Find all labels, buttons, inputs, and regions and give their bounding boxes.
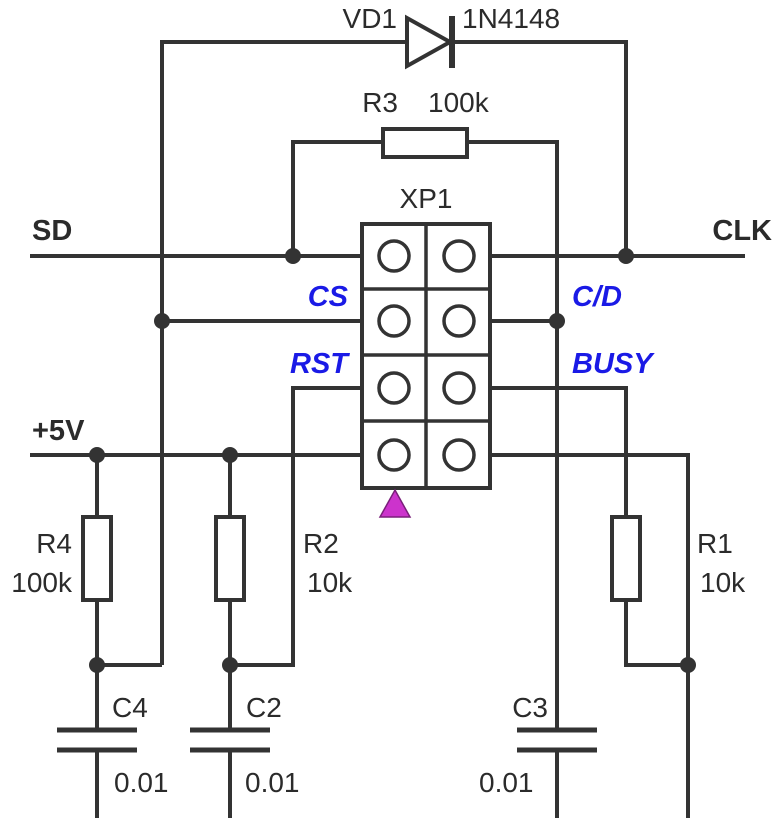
resistor-r2: [214, 515, 246, 602]
signal-label-rst: RST: [290, 348, 350, 380]
connector-pin: [442, 304, 476, 338]
r2-ref: R2: [303, 528, 339, 559]
wire-busy: [460, 386, 628, 517]
signal-label-cs: CS: [308, 281, 349, 313]
connector-pin: [377, 239, 411, 273]
pin1-marker-icon: [378, 488, 412, 518]
wire-diode-anode: [160, 40, 405, 665]
c3-ref: C3: [512, 692, 548, 723]
r1-value: 10k: [700, 567, 746, 598]
junction-dot: [222, 657, 238, 673]
wire-r3-left: [291, 140, 382, 256]
wire-busy-bottom: [624, 600, 688, 667]
diode-vd1: [405, 14, 455, 70]
diode-triangle: [405, 14, 455, 70]
junction-dot: [285, 248, 301, 264]
capacitor-c4: [57, 727, 137, 753]
junction-dot: [222, 447, 238, 463]
connector-ref: XP1: [400, 183, 453, 214]
r4-value: 100k: [11, 567, 73, 598]
connector-pin: [377, 304, 411, 338]
net-label-vcc: +5V: [32, 415, 85, 447]
connector-pin: [442, 239, 476, 273]
r4-ref: R4: [36, 528, 72, 559]
diode-ref: VD1: [343, 3, 397, 34]
capacitor-c3: [517, 727, 597, 753]
wire-gnd: [460, 453, 690, 818]
resistor-r3: [381, 127, 469, 159]
junction-dot: [618, 248, 634, 264]
r2-value: 10k: [307, 567, 353, 598]
c4-value: 0.01: [114, 767, 169, 798]
junction-dot: [154, 313, 170, 329]
connector-pin: [377, 371, 411, 405]
wire-diode-cathode: [455, 40, 628, 256]
wire-r3-right: [467, 140, 559, 728]
signal-label-busy: BUSY: [572, 348, 655, 380]
r3-ref: R3: [362, 87, 398, 118]
c3-value: 0.01: [479, 767, 534, 798]
connector-pin: [442, 371, 476, 405]
connector-xp1: [360, 222, 492, 518]
diode-part: 1N4148: [462, 3, 560, 34]
labels: SD CLK +5V XP1 CS RST C/D BUSY VD1 1N414…: [11, 3, 772, 798]
net-label-sd: SD: [32, 215, 72, 247]
resistor-r4: [81, 515, 113, 602]
junction-dot: [89, 447, 105, 463]
junctions: [89, 248, 696, 673]
net-label-clk: CLK: [712, 215, 772, 247]
junction-dot: [549, 313, 565, 329]
c2-value: 0.01: [245, 767, 300, 798]
signal-label-cd: C/D: [572, 281, 622, 313]
resistor-r1: [610, 515, 642, 602]
connector-pin: [442, 438, 476, 472]
junction-dot: [680, 657, 696, 673]
c2-ref: C2: [246, 692, 282, 723]
connector-pin: [377, 438, 411, 472]
capacitor-c2: [190, 727, 270, 753]
c4-ref: C4: [112, 692, 148, 723]
wire-rst: [230, 386, 394, 667]
r3-value: 100k: [428, 87, 490, 118]
junction-dot: [89, 657, 105, 673]
r1-ref: R1: [697, 528, 733, 559]
